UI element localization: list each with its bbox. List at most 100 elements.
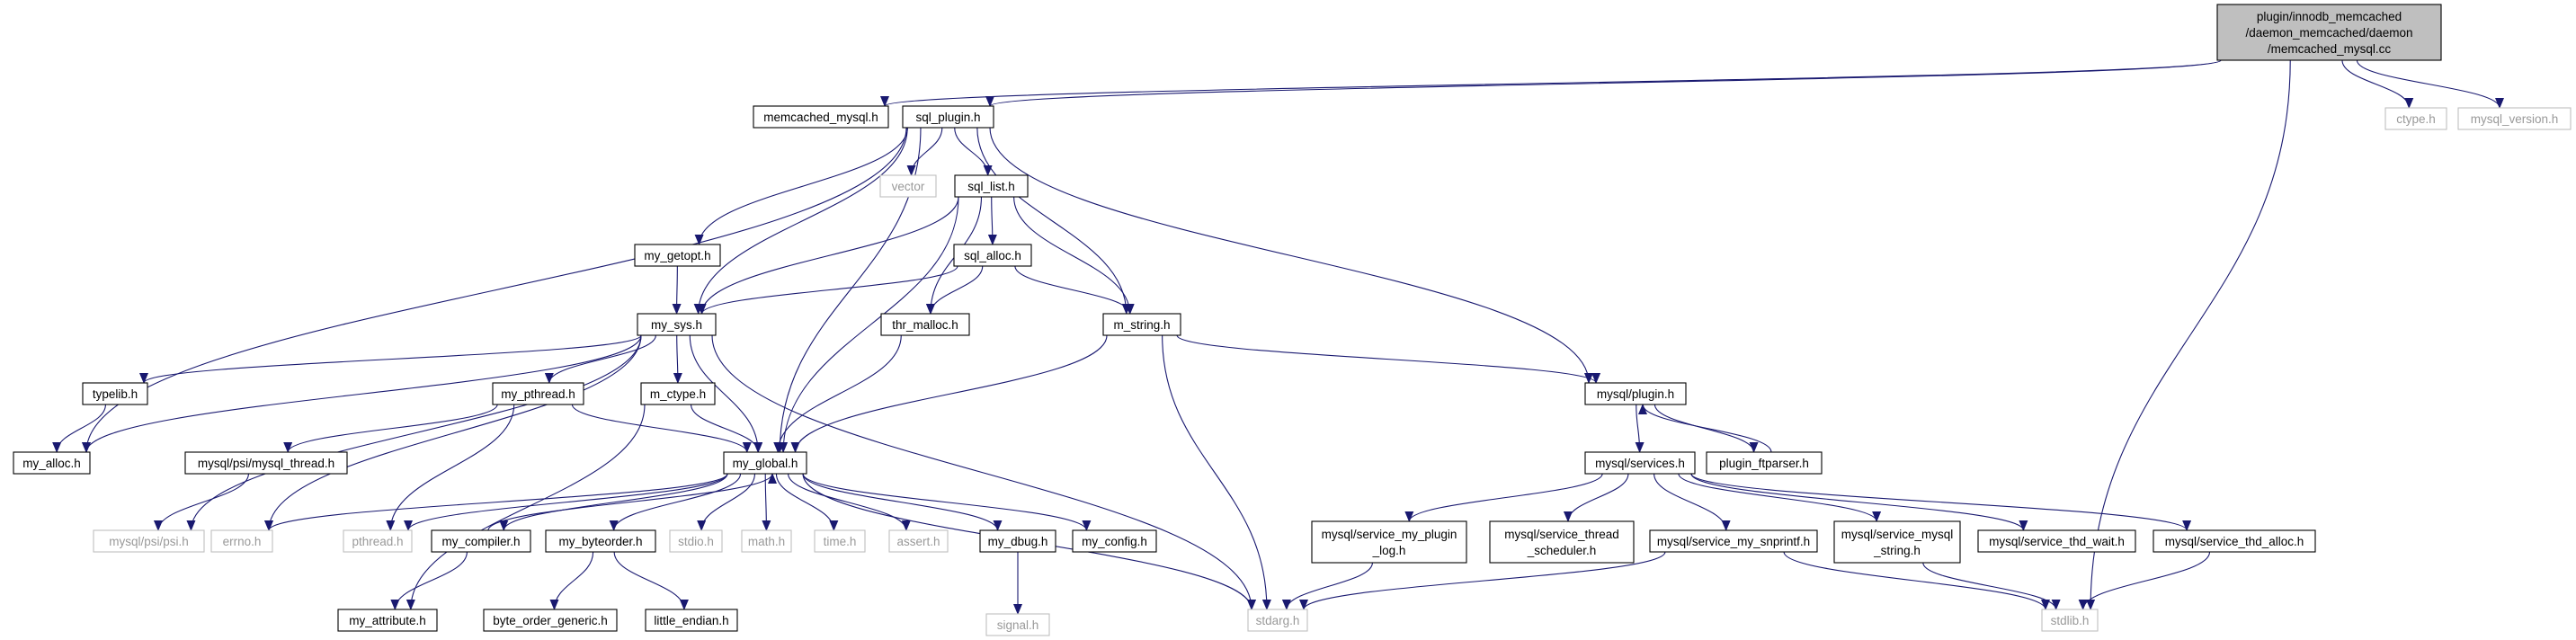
svc-mysql-string-h-node[interactable]: mysql/service_mysql _string.h <box>1833 520 1961 564</box>
node-box <box>1584 382 1687 405</box>
errno-h-node: errno.h <box>210 529 273 553</box>
node-label: my_getopt.h <box>644 249 710 262</box>
my-global-h-node[interactable]: my_global.h <box>723 451 807 475</box>
m-string-h-node[interactable]: m_string.h <box>1102 313 1181 336</box>
node-label: ctype.h <box>2396 112 2436 126</box>
my-attribute-h-node[interactable]: my_attribute.h <box>337 609 438 632</box>
node-box <box>954 174 1029 198</box>
node-label: stdarg.h <box>1256 614 1300 627</box>
edge-line <box>802 473 1092 531</box>
edge-line <box>1638 404 1772 453</box>
node-box <box>2384 107 2447 130</box>
node-label: my_config.h <box>1082 535 1147 548</box>
node-label: mysql/services.h <box>1595 457 1685 470</box>
include-edge-my-sys-h-to-my-alloc-h <box>82 334 642 453</box>
include-edge-my-sys-h-to-errno-h <box>264 334 642 531</box>
node-box <box>2041 609 2099 632</box>
math-h-node: math.h <box>741 529 792 553</box>
include-edge-sql-list-h-to-sql-alloc-h <box>987 196 997 245</box>
mysql-plugin-h-node[interactable]: mysql/plugin.h <box>1584 382 1687 405</box>
my-dbug-h-node[interactable]: my_dbug.h <box>979 529 1056 553</box>
my-config-h-node[interactable]: my_config.h <box>1072 529 1157 553</box>
include-edge-my-global-h-to-pthread-h <box>404 473 728 531</box>
include-edge-root-to-stdlib-h <box>2086 59 2291 610</box>
include-edge-m-ctype-h-to-my-attribute-h <box>406 404 646 610</box>
svc-thd-wait-h-node[interactable]: mysql/service_thd_wait.h <box>1977 529 2136 553</box>
m-ctype-h-node[interactable]: m_ctype.h <box>640 382 716 405</box>
my-compiler-h-node[interactable]: my_compiler.h <box>431 529 531 553</box>
my-byteorder-h-node[interactable]: my_byteorder.h <box>545 529 656 553</box>
include-edge-svc-thd-alloc-h-to-stdlib-h <box>2078 551 2211 610</box>
node-box <box>1489 520 1635 564</box>
svc-snprintf-h-node[interactable]: mysql/service_my_snprintf.h <box>1649 529 1818 553</box>
root-file-node[interactable]: plugin/innodb_memcached/daemon_memcached… <box>2216 4 2442 61</box>
edge-line <box>283 404 498 453</box>
memcached-mysql-h-node[interactable]: memcached_mysql.h <box>753 105 889 129</box>
include-edge-my-pthread-h-to-pthread-h <box>386 404 515 531</box>
typelib-h-node[interactable]: typelib.h <box>82 382 148 405</box>
node-label: mysql/service_thread <box>1504 528 1619 541</box>
node-label: vector <box>892 180 925 193</box>
edge-line <box>1014 265 1135 315</box>
node-label: my_attribute.h <box>349 614 426 627</box>
mysql-thread-h-node[interactable]: mysql/psi/mysql_thread.h <box>184 451 348 475</box>
edge-line <box>694 127 908 245</box>
psi-h-node: mysql/psi/psi.h <box>93 529 205 553</box>
include-edge-my-sys-h-to-stdarg-h <box>711 334 1256 610</box>
node-box <box>753 105 889 129</box>
include-edge-root-to-ctype-h <box>2341 59 2414 109</box>
node-label: stdlib.h <box>2051 614 2090 627</box>
edge-line <box>693 127 908 315</box>
node-label: my_global.h <box>733 457 798 470</box>
node-label: pthread.h <box>352 535 403 548</box>
svc-thread-scheduler-h-node[interactable]: mysql/service_thread _scheduler.h <box>1489 520 1635 564</box>
thr-malloc-h-node[interactable]: thr_malloc.h <box>880 313 970 336</box>
include-edge-sql-list-h-to-my-sys-h <box>697 196 959 315</box>
svc-plugin-log-h-node[interactable]: mysql/service_my_plugin_log.h <box>1311 520 1467 564</box>
plugin-ftparser-h-node[interactable]: plugin_ftparser.h <box>1706 451 1823 475</box>
my-alloc-h-node[interactable]: my_alloc.h <box>13 451 91 475</box>
edge-line <box>954 127 993 176</box>
my-getopt-h-node[interactable]: my_getopt.h <box>634 244 721 267</box>
svc-thd-alloc-h-node[interactable]: mysql/service_thd_alloc.h <box>2153 529 2316 553</box>
node-box <box>2457 107 2572 130</box>
include-edge-my-sys-h-to-my-global-h <box>689 334 763 453</box>
node-label: sql_plugin.h <box>915 111 980 124</box>
sql-list-h-node[interactable]: sql_list.h <box>954 174 1029 198</box>
include-edge-my-global-h-to-assert-h <box>788 473 911 531</box>
sql-plugin-h-node[interactable]: sql_plugin.h <box>902 105 994 129</box>
node-box <box>1311 520 1467 564</box>
mysql-services-h-node[interactable]: mysql/services.h <box>1584 451 1696 475</box>
sql-alloc-h-node[interactable]: sql_alloc.h <box>953 244 1032 267</box>
edge-line <box>487 473 777 531</box>
my-sys-h-node[interactable]: my_sys.h <box>637 313 717 336</box>
include-edge-sql-plugin-h-to-vector <box>906 127 943 176</box>
signal-h-node: signal.h <box>985 613 1050 636</box>
my-pthread-h-node[interactable]: my_pthread.h <box>492 382 584 405</box>
include-edge-my-sys-h-to-psi-h <box>186 334 642 531</box>
node-label: memcached_mysql.h <box>763 111 878 124</box>
include-edge-sql-plugin-h-to-m-string-h <box>976 127 1131 315</box>
little-endian-h-node[interactable]: little_endian.h <box>645 609 738 632</box>
include-edge-svc-plugin-log-h-to-stdarg-h <box>1281 562 1373 610</box>
byte-order-generic-h-node[interactable]: byte_order_generic.h <box>483 609 618 632</box>
edge-line <box>139 334 642 384</box>
node-box <box>637 313 717 336</box>
node-label: _string.h <box>1873 544 1921 557</box>
edge-line <box>1013 196 1135 315</box>
include-edge-plugin-ftparser-h-to-mysql-plugin-h <box>1638 404 1772 453</box>
node-box <box>902 105 994 129</box>
node-label: mysql/psi/psi.h <box>109 535 189 548</box>
edge-line <box>549 551 594 610</box>
node-label: my_byteorder.h <box>558 535 642 548</box>
edge-line <box>2356 59 2504 109</box>
include-edge-mysql-services-h-to-svc-plugin-log-h <box>1404 473 1603 522</box>
node-label: mysql/service_mysql <box>1841 528 1954 541</box>
include-edge-sql-plugin-h-to-sql-list-h <box>954 127 993 176</box>
node-label: /memcached_mysql.cc <box>2268 42 2392 56</box>
node-label: _scheduler.h <box>1527 544 1597 557</box>
include-edge-my-global-h-to-my-config-h <box>802 473 1092 531</box>
edge-line <box>1783 551 2050 610</box>
edge-line <box>906 127 943 176</box>
